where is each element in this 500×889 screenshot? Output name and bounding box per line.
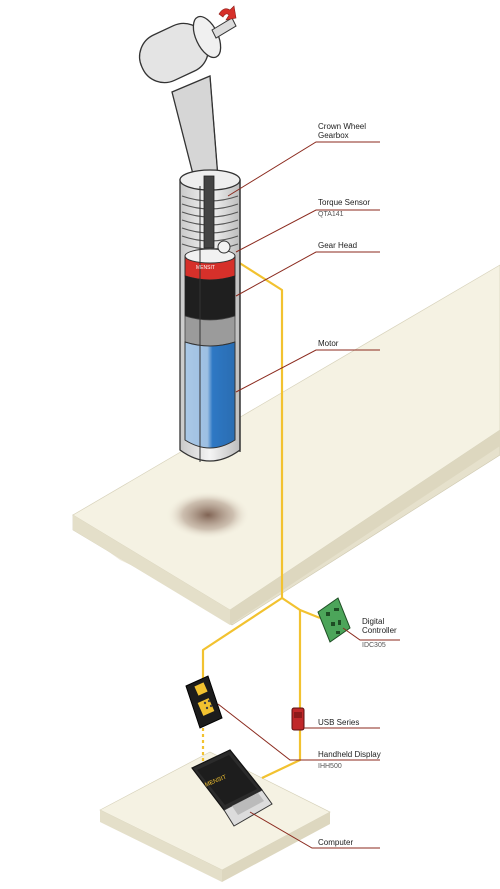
digital-controller-board	[317, 597, 351, 643]
motor-label: Motor	[318, 339, 339, 348]
tool-shadow	[166, 491, 250, 539]
handheld-display-device	[185, 675, 223, 729]
digital-controller-label-line2: Controller	[362, 626, 397, 635]
svg-text:MENSIT: MENSIT	[196, 265, 215, 271]
laptop-computer: MENSIT	[191, 749, 273, 827]
computer-platform	[99, 751, 331, 882]
tool-cylinder: MENSIT	[179, 169, 241, 462]
tool-upper-arm	[138, 5, 237, 187]
torque-sensor-label: Torque Sensor	[318, 198, 371, 207]
crown-wheel-label-line2: Gearbox	[318, 131, 349, 140]
usb-series-device	[291, 707, 305, 731]
handheld-display-model: IHH500	[318, 763, 342, 770]
digital-controller-model: IDC305	[362, 642, 386, 649]
computer-label: Computer	[318, 838, 354, 847]
work-platform	[72, 264, 500, 626]
crown-wheel-label: Crown Wheel Gearbox	[318, 122, 366, 140]
handheld-display-label: Handheld Display	[318, 750, 381, 759]
digital-controller-label: Digital Controller	[362, 617, 397, 635]
usb-series-label: USB Series	[318, 718, 360, 727]
torque-sensor-model: QTA141	[318, 211, 344, 218]
crown-wheel-label-line1: Crown Wheel	[318, 122, 367, 131]
digital-controller-label-line1: Digital	[362, 617, 385, 626]
leader-lines	[217, 141, 400, 849]
gear-head-label: Gear Head	[318, 241, 358, 250]
rotation-arrow-icon	[218, 5, 237, 21]
